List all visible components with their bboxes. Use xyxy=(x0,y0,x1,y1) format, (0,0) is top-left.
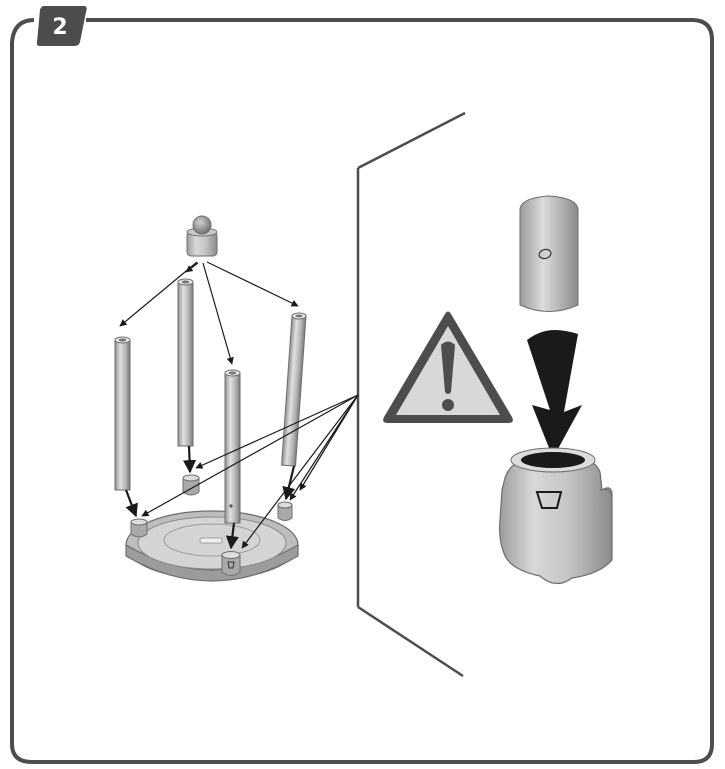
detail-tube xyxy=(520,196,578,312)
down-arrow-icon xyxy=(527,330,582,458)
warning-icon xyxy=(383,312,513,424)
stand-assembly xyxy=(115,216,358,581)
detail-view xyxy=(500,196,612,584)
step-number: 2 xyxy=(34,8,86,46)
tube-left xyxy=(115,337,130,490)
top-connector xyxy=(187,216,217,256)
tube-back-right xyxy=(282,313,306,466)
detail-socket xyxy=(500,448,612,584)
base-plate xyxy=(126,475,298,581)
tube-back-left xyxy=(178,279,193,446)
connector-arrows xyxy=(120,262,298,364)
tube-front xyxy=(225,370,240,523)
